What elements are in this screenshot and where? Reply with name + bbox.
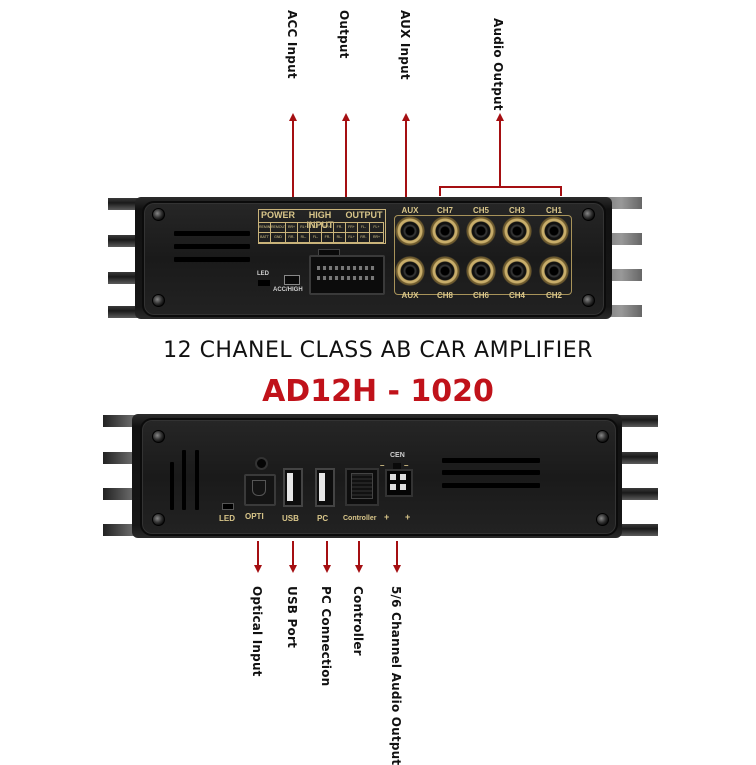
- rca-jack-ch8[interactable]: [430, 256, 460, 286]
- led-indicator: [258, 280, 270, 286]
- led-label: LED: [257, 271, 269, 277]
- vent-slot: [174, 244, 250, 249]
- rca-jack-aux-l[interactable]: [395, 216, 425, 246]
- vent-slot: [442, 470, 540, 475]
- callout-line-cen: [396, 541, 398, 566]
- controller-port[interactable]: [345, 468, 379, 506]
- arrow-up-icon: [496, 113, 504, 121]
- rca-jack-ch2[interactable]: [539, 256, 569, 286]
- vent-slot: [195, 450, 199, 510]
- plus-label: +: [384, 512, 390, 522]
- pc-port[interactable]: [315, 468, 335, 507]
- rca-jack-ch5[interactable]: [466, 216, 496, 246]
- screw-icon: [152, 208, 165, 221]
- product-subtitle: 12 CHANEL CLASS AB CAR AMPLIFIER: [163, 338, 593, 363]
- vent-slot: [174, 231, 250, 236]
- minus-label: –: [404, 461, 409, 470]
- vent-slot: [442, 483, 540, 488]
- callout-line-controller: [358, 541, 360, 566]
- callout-line-output: [345, 120, 347, 260]
- callout-line-optical: [257, 541, 259, 566]
- optical-port[interactable]: [244, 474, 276, 506]
- callout-line-usb: [292, 541, 294, 566]
- acc-high-label: ACC/HIGH: [273, 287, 303, 293]
- table-header-high-input: HIGH INPUT: [306, 210, 334, 230]
- callout-acc-input-label: ACC Input: [285, 10, 299, 79]
- rca-label-top: CH3: [508, 206, 525, 215]
- rca-label-bottom: CH2: [545, 291, 562, 300]
- connector-latch: [318, 249, 340, 256]
- rca-jack-ch3[interactable]: [502, 216, 532, 246]
- rca-label-top: CH1: [545, 206, 562, 215]
- acc-high-switch[interactable]: [284, 275, 300, 285]
- arrow-down-icon: [289, 565, 297, 573]
- cen-label: CEN: [390, 452, 405, 459]
- pin-label: RR+: [369, 232, 384, 243]
- led-indicator: [222, 503, 234, 510]
- callout-pc-connection-label: PC Connection: [319, 586, 333, 687]
- pin-label: GND: [270, 232, 286, 243]
- rca-label-bottom: CH8: [436, 291, 453, 300]
- usb-port[interactable]: [283, 468, 303, 507]
- table-header-output: OUTPUT: [345, 210, 383, 220]
- screw-icon: [582, 208, 595, 221]
- vent-slot: [170, 462, 174, 510]
- usb-label: USB: [282, 514, 299, 523]
- cen-power-connector[interactable]: [385, 469, 413, 497]
- arrow-down-icon: [355, 565, 363, 573]
- minus-label: –: [380, 461, 385, 470]
- opti-label: OPTI: [245, 512, 264, 521]
- callout-bracket-audio: [439, 186, 561, 188]
- rca-jack-ch4[interactable]: [502, 256, 532, 286]
- callout-optical-input-label: Optical Input: [250, 586, 264, 677]
- arrow-up-icon: [289, 113, 297, 121]
- rca-jack-aux-r[interactable]: [395, 256, 425, 286]
- screw-icon: [152, 430, 165, 443]
- speaker-harness-connector[interactable]: [309, 255, 385, 295]
- callout-line-pc: [326, 541, 328, 566]
- arrow-down-icon: [254, 565, 262, 573]
- rca-jack-ch1[interactable]: [539, 216, 569, 246]
- rca-label-bottom: CH4: [508, 291, 525, 300]
- screw-icon: [152, 294, 165, 307]
- screw-icon: [596, 430, 609, 443]
- callout-bracket-right: [560, 186, 562, 196]
- rca-jack-ch6[interactable]: [466, 256, 496, 286]
- arrow-up-icon: [342, 113, 350, 121]
- plus-label: +: [405, 512, 411, 522]
- arrow-down-icon: [393, 565, 401, 573]
- callout-controller-label: Controller: [351, 586, 365, 656]
- screw-icon: [152, 513, 165, 526]
- led-label: LED: [219, 514, 235, 523]
- cen-connector-latch: [393, 463, 401, 469]
- rca-label-top: CH7: [436, 206, 453, 215]
- callout-channel-audio-output-label: 5/6 Channel Audio Output: [389, 586, 403, 765]
- vent-slot: [442, 458, 540, 463]
- rca-label-bottom: CH6: [472, 291, 489, 300]
- screw-icon: [596, 513, 609, 526]
- vent-slot: [174, 257, 250, 262]
- rca-label-bottom: AUX: [401, 291, 419, 300]
- arrow-down-icon: [323, 565, 331, 573]
- rca-jack-ch7[interactable]: [430, 216, 460, 246]
- controller-label: Controller: [343, 515, 377, 522]
- mic-hole: [255, 457, 268, 470]
- callout-output-label: Output: [337, 10, 351, 59]
- callout-line-aux: [405, 120, 407, 204]
- callout-audio-output-label: Audio Output: [491, 18, 505, 111]
- rca-label-top: CH5: [472, 206, 489, 215]
- product-model: AD12H - 1020: [262, 374, 494, 409]
- screw-icon: [582, 294, 595, 307]
- callout-line-audio: [499, 120, 501, 187]
- rca-frame: [394, 215, 572, 295]
- table-header-power: POWER: [260, 210, 295, 220]
- callout-aux-input-label: AUX Input: [398, 10, 412, 80]
- rca-label-top: AUX: [401, 206, 419, 215]
- callout-usb-port-label: USB Port: [285, 586, 299, 649]
- vent-slot: [182, 450, 186, 510]
- pc-label: PC: [317, 514, 329, 523]
- arrow-up-icon: [402, 113, 410, 121]
- rear-panel: [140, 418, 618, 536]
- callout-bracket-left: [439, 186, 441, 196]
